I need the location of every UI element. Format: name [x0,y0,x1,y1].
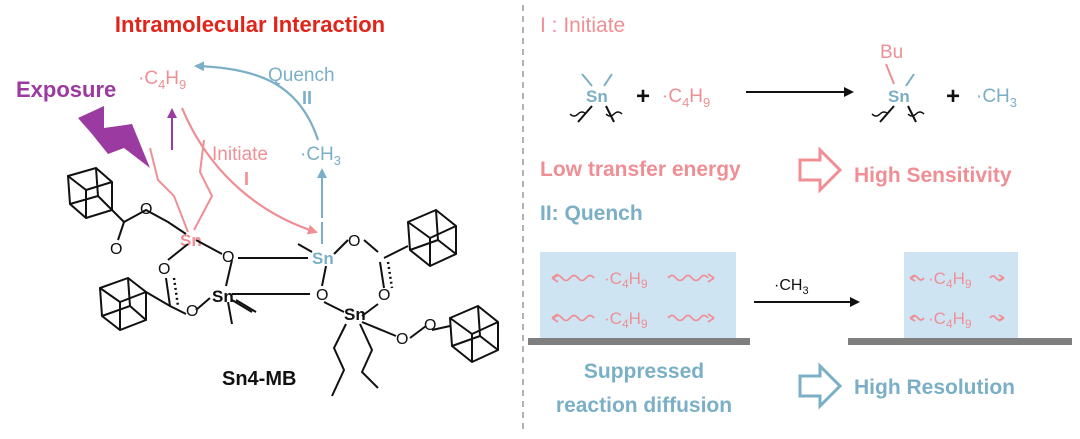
lightning-bolt-icon [78,106,150,168]
o-ester-bottom: O [396,331,408,348]
ch3-radical-right: ·CH3 [976,86,1017,110]
adamantane-right-bottom [448,304,499,364]
suppressed-line-2: reaction diffusion [556,394,732,417]
o-ester-top: O [140,201,152,218]
o-ring-2: O [316,287,328,304]
sn-atom-top-right: Sn [312,249,334,268]
initiate-arrow [180,107,318,235]
c4h9-film-left-1: ·C4H9 [604,269,648,291]
butyl-chain-pink-1 [149,147,189,233]
high-sensitivity: High Sensitivity [854,164,1012,187]
bond-to-adamantane-rb [431,325,451,331]
sn-ring-bonds [165,239,427,339]
c4h9-film-left-2: ·C4H9 [604,309,648,331]
methyl-bond-1 [235,299,257,313]
high-resolution: High Resolution [854,376,1015,399]
o-ring-5: O [348,233,360,250]
o-ring-6: O [378,287,390,304]
c4h9-film-right-2: ·C4H9 [928,309,972,331]
suppressed-line-1: Suppressed [584,360,704,383]
sn-atom-bottom-left: Sn [212,287,234,306]
ester-left-top [111,208,187,235]
svg-text:Bu: Bu [880,42,903,63]
plus-1: + [636,83,650,110]
adamantane-right-top [406,208,457,268]
exposure-label: Exposure [16,77,116,102]
o-ring-1: O [222,249,234,266]
resist-box-left [540,252,736,338]
butyl-chain-pink-2 [193,139,214,231]
c4h9-radical-left: ·C4H9 [138,68,186,92]
svg-text:Sn: Sn [586,87,608,106]
ch3-quench-label: ·CH3 [774,277,809,297]
molecule-label: Sn4-MB [222,368,296,390]
hollow-arrow-blue [798,362,843,410]
butyl-chain-black-1 [331,323,347,397]
butyl-chain-black-2 [359,323,379,389]
o-ring-4: O [186,303,198,320]
carbonyl-bond [117,221,125,241]
quench-roman-left: II [302,88,312,108]
initiate-roman-left: I [244,169,249,189]
diffusion-waves-left [551,273,715,323]
low-transfer-energy: Low transfer energy [540,158,741,181]
initiate-label: Initiate [212,144,268,165]
o-ring-3: O [158,261,170,278]
plus-2: + [946,83,960,110]
c4h9-film-right-1: ·C4H9 [928,269,972,291]
quench-arrow [194,61,320,141]
resist-box-right [904,252,1018,338]
diffusion-waves-right [909,274,1005,322]
ester-left-bottom [145,291,187,315]
sn-atom-bottom-right: Sn [344,305,366,324]
o-carbonyl-bottom: O [424,317,436,334]
substrate-bar-right [848,338,1072,345]
quench-title: II: Quench [540,202,643,225]
initiate-title: I : Initiate [540,14,625,37]
adamantane-left-top [66,166,113,220]
c4h9-radical-right: ·C4H9 [662,86,710,110]
left-title: Intramolecular Interaction [115,12,385,37]
hollow-arrow-pink [798,146,843,194]
dative-bonds [172,261,394,307]
o-carbonyl-top: O [110,241,122,258]
ch3-radical-left: ·CH3 [300,144,341,168]
sn-fragment-left: Sn [569,73,623,123]
bond-to-adamantane-rt [383,245,409,259]
adamantane-left-bottom [98,276,147,332]
sn-fragment-right: Bu Sn [871,42,925,123]
substrate-bar-left [528,338,750,345]
svg-text:Sn: Sn [888,87,910,106]
quench-label: Quench [268,65,335,86]
